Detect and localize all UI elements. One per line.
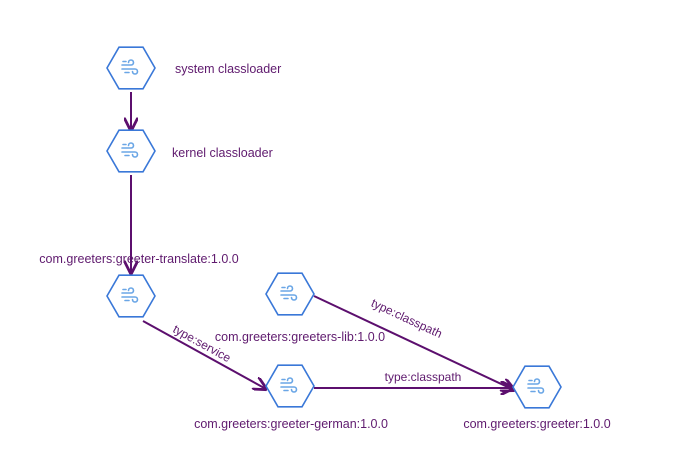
edge-lib-to-greeter xyxy=(313,295,514,390)
node-greeter[interactable]: com.greeters:greeter:1.0.0 xyxy=(463,365,611,431)
node-hexagon xyxy=(265,272,315,316)
node-kernel[interactable]: kernel classloader xyxy=(106,129,273,173)
node-hexagon xyxy=(106,129,156,173)
wind-icon xyxy=(121,287,139,303)
node-lib[interactable]: com.greeters:greeters-lib:1.0.0 xyxy=(215,272,385,344)
wind-icon xyxy=(527,378,545,394)
node-system[interactable]: system classloader xyxy=(106,46,281,90)
node-label: com.greeters:greeter-translate:1.0.0 xyxy=(39,252,238,266)
node-label: com.greeters:greeters-lib:1.0.0 xyxy=(215,330,385,344)
wind-icon xyxy=(280,285,298,301)
node-label: system classloader xyxy=(175,62,281,76)
nodes-layer: system classloader kernel classloader com.… xyxy=(39,46,611,431)
wind-icon xyxy=(121,142,139,158)
node-label: com.greeters:greeter:1.0.0 xyxy=(463,417,610,431)
node-translate[interactable]: com.greeters:greeter-translate:1.0.0 xyxy=(39,252,239,318)
node-hexagon xyxy=(512,365,562,409)
node-hexagon xyxy=(265,364,315,408)
wind-icon xyxy=(121,59,139,75)
wind-icon xyxy=(280,377,298,393)
edge-translate-to-german xyxy=(142,320,266,389)
edge-label: type:classpath xyxy=(385,370,462,384)
node-hexagon xyxy=(106,46,156,90)
node-german[interactable]: com.greeters:greeter-german:1.0.0 xyxy=(194,364,388,431)
node-label: com.greeters:greeter-german:1.0.0 xyxy=(194,417,388,431)
node-hexagon xyxy=(106,274,156,318)
node-label: kernel classloader xyxy=(172,146,273,160)
